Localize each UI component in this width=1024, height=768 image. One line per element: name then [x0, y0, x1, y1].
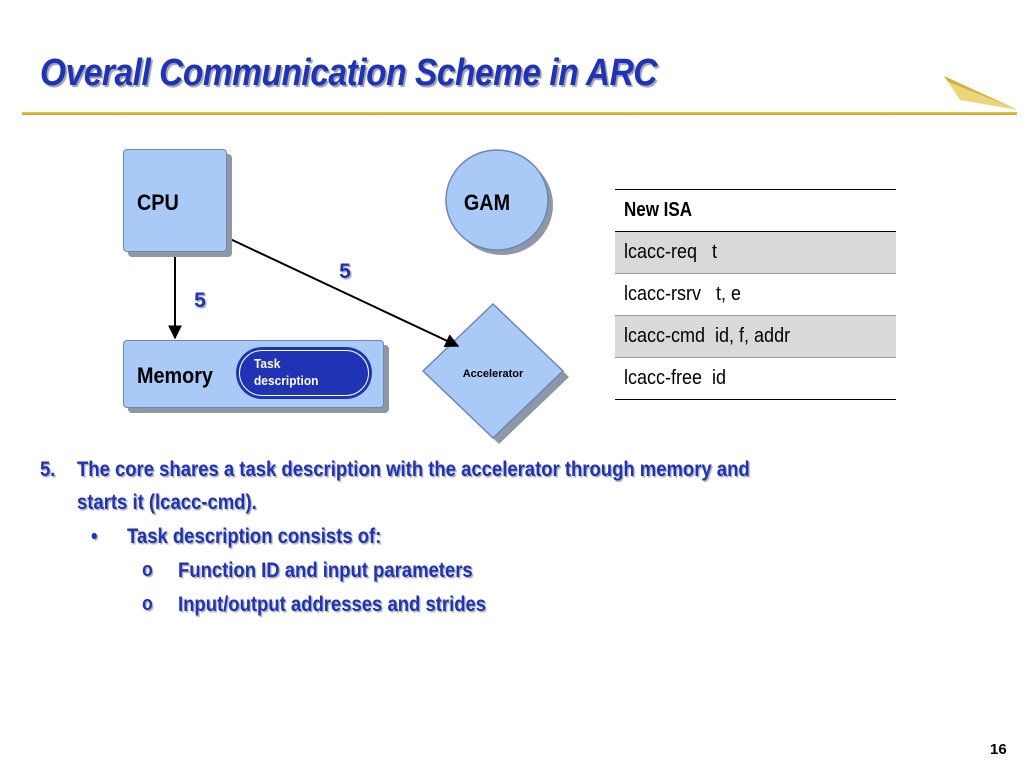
item-line-1: The core shares a task description with … — [77, 458, 750, 481]
gam-node — [445, 149, 549, 251]
page-number: 16 — [990, 741, 1007, 758]
isa-table-header: New ISA — [615, 189, 896, 232]
corner-arrow-icon — [944, 76, 1018, 110]
isa-table-header-row: New ISA — [615, 189, 896, 232]
task-description-pill: Task description — [236, 347, 372, 399]
isa-table: New ISA lcacc-req t lcacc-rsrv t, e lcac… — [615, 189, 896, 400]
bullet-marker: • — [91, 525, 98, 548]
edge-label-cpu-memory: 5 — [194, 289, 206, 312]
isa-instr: lcacc-req — [624, 241, 698, 263]
task-description-pill-border — [239, 350, 369, 396]
subitem-text: Input/output addresses and strides — [178, 593, 487, 616]
isa-instr: lcacc-rsrv — [624, 283, 701, 305]
isa-args: id — [712, 367, 727, 389]
item-line-2: starts it (lcacc-cmd). — [77, 491, 257, 514]
cpu-to-accelerator-arrow — [227, 237, 460, 347]
subitem-marker: o — [142, 593, 153, 615]
edge-label-cpu-accelerator: 5 — [339, 260, 351, 283]
cpu-node: CPU — [123, 149, 227, 252]
isa-table-header-text: New ISA — [624, 199, 693, 221]
cpu-node-label: CPU — [137, 190, 179, 215]
accelerator-node-label: Accelerator — [463, 368, 524, 380]
gam-node-label: GAM — [464, 191, 510, 215]
isa-table-row: lcacc-rsrv t, e — [615, 273, 896, 316]
subitem-text: Function ID and input parameters — [178, 559, 473, 582]
memory-node: Memory Task description — [123, 340, 384, 408]
slide-title: Overall Communication Scheme in ARC — [40, 52, 658, 94]
isa-instr: lcacc-cmd — [624, 325, 706, 347]
isa-table-row: lcacc-free id — [615, 357, 896, 400]
item-number: 5. — [40, 458, 56, 481]
isa-instr: lcacc-free — [624, 367, 703, 389]
bullet-text: Task description consists of: — [127, 525, 382, 548]
isa-args: id, f, addr — [715, 325, 791, 347]
isa-table-row: lcacc-req t — [615, 231, 896, 274]
subitem-marker: o — [142, 559, 153, 581]
isa-table-row: lcacc-cmd id, f, addr — [615, 315, 896, 358]
isa-args: t — [712, 241, 718, 263]
title-underline — [22, 112, 1017, 115]
memory-node-label: Memory — [137, 363, 213, 388]
isa-args: t, e — [715, 283, 742, 305]
task-description-label: Task description — [254, 356, 319, 388]
